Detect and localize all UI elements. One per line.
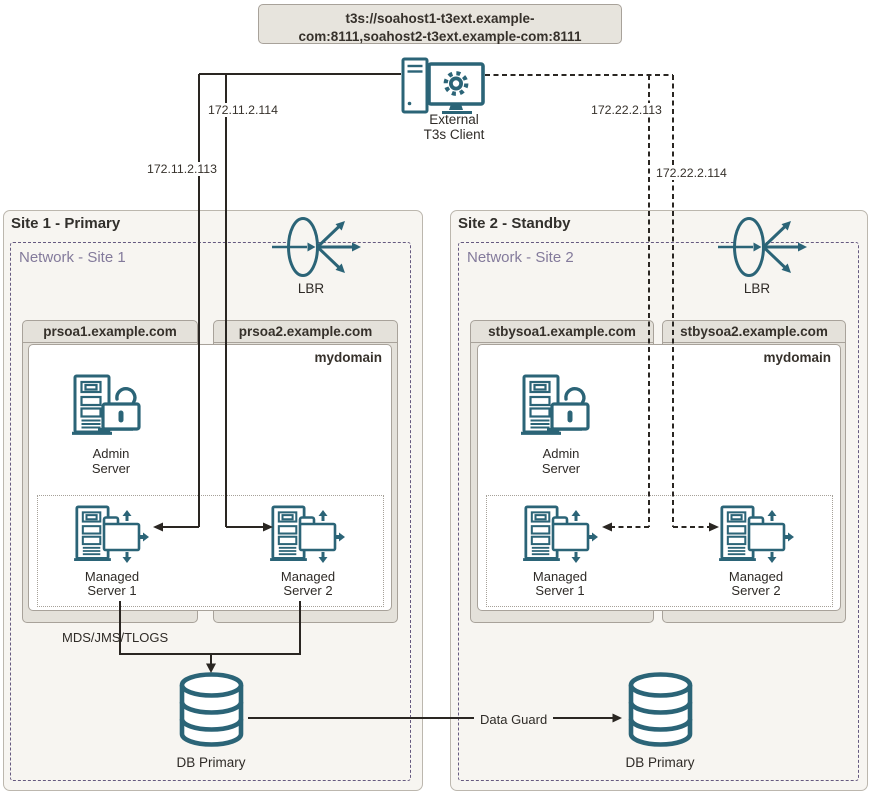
external-client-label-line2: T3s Client xyxy=(423,127,485,142)
external-client-label: External T3s Client xyxy=(404,112,504,142)
site1-admin-server-label: Admin Server xyxy=(61,446,161,476)
ip-label-site1-ms2: 172.11.2.114 xyxy=(206,103,280,117)
site2-admin-server-label: Admin Server xyxy=(511,446,611,476)
external-t3s-client-icon xyxy=(403,59,483,113)
data-guard-label: Data Guard xyxy=(474,711,554,728)
t3s-url-line2: com:8111,soahost2-t3ext.example-com:8111 xyxy=(298,28,582,44)
site1-network-label: Network - Site 1 xyxy=(19,249,126,266)
t3s-url-box: t3s://soahost1-t3ext.example- com:8111,s… xyxy=(258,4,622,44)
label-line: Server 2 xyxy=(731,583,781,598)
site1-domain-label: mydomain xyxy=(314,350,382,365)
label-line: Managed xyxy=(84,569,140,584)
site1-db-label: DB Primary xyxy=(176,755,246,770)
label-line: Server 2 xyxy=(283,583,333,598)
site1-title: Site 1 - Primary xyxy=(11,215,121,232)
site2-network-label: Network - Site 2 xyxy=(467,249,574,266)
label-line: Managed xyxy=(532,569,588,584)
ip-label-site1-ms1: 172.11.2.113 xyxy=(145,162,219,176)
site2-lbr-label: LBR xyxy=(743,281,771,296)
site1-lbr-label: LBR xyxy=(297,281,325,296)
site2-host1-header: stbysoa1.example.com xyxy=(471,321,653,343)
site2-managed-server1-label: Managed Server 1 xyxy=(510,570,610,598)
site2-host2-header: stbysoa2.example.com xyxy=(663,321,845,343)
site1-host2-header: prsoa2.example.com xyxy=(214,321,397,343)
site2-managed-server2-label: Managed Server 2 xyxy=(706,570,806,598)
label-line: Server xyxy=(541,460,581,476)
label-line: Managed xyxy=(280,569,336,584)
external-client-label-line1: External xyxy=(429,112,479,127)
site2-domain-label: mydomain xyxy=(763,350,831,365)
label-line: Admin xyxy=(92,446,130,461)
site1-host1-header: prsoa1.example.com xyxy=(23,321,197,343)
site1-managed-server1-label: Managed Server 1 xyxy=(62,570,162,598)
t3s-url-line1: t3s://soahost1-t3ext.example- xyxy=(345,11,535,26)
storage-label: MDS/JMS/TLOGS xyxy=(62,630,169,645)
label-line: Managed xyxy=(728,569,784,584)
site2-db-label: DB Primary xyxy=(625,755,695,770)
label-line: Server 1 xyxy=(87,583,137,598)
label-line: Server 1 xyxy=(535,583,585,598)
label-line: Server xyxy=(91,460,131,476)
ip-label-site2-ms2: 172.22.2.114 xyxy=(654,166,729,180)
ip-label-site2-ms1: 172.22.2.113 xyxy=(589,103,664,117)
site2-title: Site 2 - Standby xyxy=(458,215,571,232)
site1-managed-server2-label: Managed Server 2 xyxy=(258,570,358,598)
label-line: Admin xyxy=(542,446,580,461)
